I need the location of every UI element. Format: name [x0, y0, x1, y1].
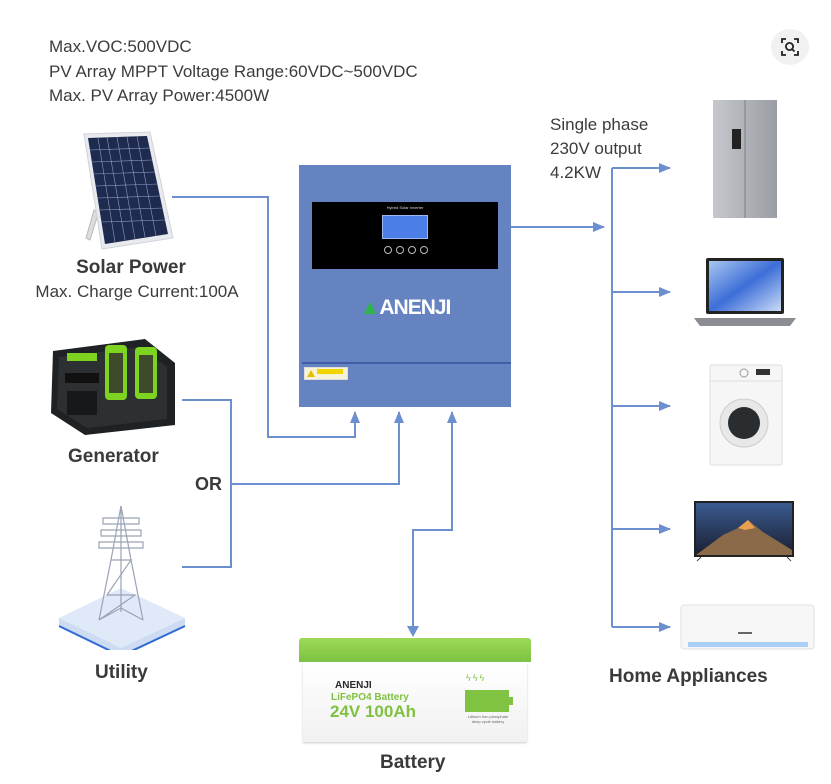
- battery-charge-icon: [465, 690, 513, 712]
- bolt-icons: ϟϟϟ: [466, 673, 487, 683]
- utility-label: Utility: [95, 662, 148, 683]
- inverter-lcd: [382, 215, 428, 239]
- zoom-image-button[interactable]: [771, 29, 809, 65]
- utility-tower-image: [58, 505, 186, 650]
- output-phase: Single phase: [550, 115, 649, 134]
- television-image: [694, 501, 794, 562]
- inverter-button-esc[interactable]: [384, 246, 392, 254]
- lifepo4-battery: ANENJI LiFePO4 Battery 24V 100Ah ϟϟϟ Lit…: [299, 638, 531, 742]
- generator-image: [51, 339, 175, 435]
- output-power: 4.2KW: [550, 163, 602, 182]
- wire-grid: [231, 411, 404, 485]
- inverter-button-up[interactable]: [396, 246, 404, 254]
- inverter-button-down[interactable]: [408, 246, 416, 254]
- inverter-divider: [302, 362, 511, 364]
- inverter-button-enter[interactable]: [420, 246, 428, 254]
- warning-icon: [307, 370, 315, 377]
- zoom-scan-icon: [781, 38, 799, 56]
- caution-label: [304, 367, 348, 380]
- laptop-image: [694, 258, 796, 326]
- solar-max-charge-label: Max. Charge Current:100A: [35, 282, 239, 301]
- hybrid-inverter: Hybrid Solar Inverter ▲ANENJI: [299, 165, 511, 407]
- spec-mppt-range: PV Array MPPT Voltage Range:60VDC~500VDC: [49, 61, 418, 81]
- generator-label: Generator: [68, 446, 159, 467]
- output-spec: Single phase 230V output 4.2KW: [550, 113, 648, 185]
- inverter-screen-title: Hybrid Solar Inverter: [386, 205, 424, 210]
- pv-specs: Max.VOC:500VDC PV Array MPPT Voltage Ran…: [49, 35, 418, 109]
- battery-arrow-head: [407, 626, 419, 637]
- solar-power-label: Solar Power: [76, 257, 186, 278]
- or-label: OR: [195, 474, 222, 494]
- refrigerator-image: [713, 100, 777, 218]
- inverter-display-panel: Hybrid Solar Inverter: [312, 202, 498, 269]
- battery-brand: ANENJI: [335, 680, 372, 691]
- battery-label: Battery: [380, 752, 446, 773]
- wire-battery: [412, 411, 457, 628]
- air-conditioner-image: [680, 604, 815, 650]
- washing-machine-image: [709, 364, 783, 466]
- home-appliances-label: Home Appliances: [609, 666, 768, 687]
- output-voltage: 230V output: [550, 139, 642, 158]
- spec-max-pv-power: Max. PV Array Power:4500W: [49, 86, 270, 105]
- battery-lid: [299, 638, 531, 662]
- battery-body: ANENJI LiFePO4 Battery 24V 100Ah ϟϟϟ Lit…: [303, 662, 527, 742]
- solar-panel-image: [83, 131, 174, 250]
- inverter-brand-logo: ▲ANENJI: [359, 296, 452, 319]
- spec-max-voc: Max.VOC:500VDC: [49, 37, 192, 56]
- wire-solar: [172, 196, 360, 438]
- battery-spec: 24V 100Ah: [330, 702, 416, 721]
- battery-type: LiFePO4 Battery: [331, 692, 409, 703]
